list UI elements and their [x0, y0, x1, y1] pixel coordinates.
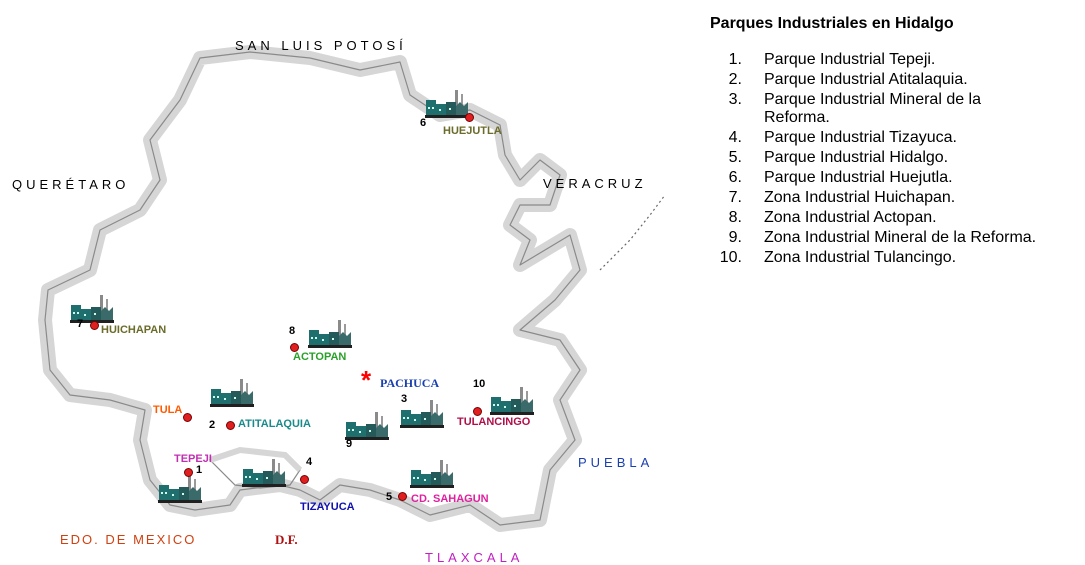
legend-item-number: 6. — [728, 169, 742, 186]
label-tizayuca: TIZAYUCA — [300, 501, 355, 513]
legend-item-text: Parque Industrial Mineral de la Reforma. — [764, 91, 982, 126]
legend-item-text: Parque Industrial Hidalgo. — [764, 149, 949, 166]
label-queretaro: QUERÉTARO — [12, 177, 130, 192]
legend-item-text: Zona Industrial Actopan. — [764, 209, 937, 226]
factory-icon-atitalaquia — [210, 377, 254, 412]
legend-item: 10. Zona Industrial Tulancingo. — [700, 249, 1085, 267]
factory-icon-mineral-reforma-3 — [400, 398, 444, 433]
marker-number-5: 5 — [386, 491, 393, 503]
legend-item: 7. Zona Industrial Huichapan. — [700, 189, 1085, 207]
marker-number-10: 10 — [473, 378, 486, 390]
legend-item: 6. Parque Industrial Huejutla. — [700, 169, 1085, 187]
legend-item-number: 1. — [728, 51, 742, 68]
legend-item-text: Zona Industrial Tulancingo. — [764, 249, 957, 266]
label-cd-sahagun: CD. SAHAGUN — [411, 493, 489, 505]
dot-tulancingo[interactable] — [473, 407, 482, 416]
label-huejutla: HUEJUTLA — [443, 125, 502, 137]
legend-item-number: 7. — [728, 189, 742, 206]
legend-item: 8. Zona Industrial Actopan. — [700, 209, 1085, 227]
dot-huejutla[interactable] — [465, 113, 474, 122]
dot-cd-sahagun[interactable] — [398, 492, 407, 501]
legend-item-number: 9. — [728, 229, 742, 246]
legend-item-text: Zona Industrial Huichapan. — [764, 189, 956, 206]
marker-number-4: 4 — [306, 456, 313, 468]
legend-list: 1. Parque Industrial Tepeji. 2. Parque Indu… — [700, 51, 1085, 267]
factory-icon-tepeji — [158, 473, 202, 508]
legend-item: 1. Parque Industrial Tepeji. — [700, 51, 1085, 69]
label-puebla: PUEBLA — [578, 455, 654, 470]
state-border-line — [44, 51, 581, 526]
legend-item-number: 10. — [719, 249, 742, 266]
capital-star-icon: * — [361, 365, 372, 395]
legend-item: 2. Parque Industrial Atitalaquia. — [700, 71, 1085, 89]
label-tula: TULA — [153, 404, 183, 416]
legend-item-text: Parque Industrial Huejutla. — [764, 169, 953, 186]
dot-actopan[interactable] — [290, 343, 299, 352]
legend-item: 4. Parque Industrial Tizayuca. — [700, 129, 1085, 147]
legend-item-text: Zona Industrial Mineral de la Reforma. — [764, 229, 1037, 246]
legend-item-number: 4. — [728, 129, 742, 146]
label-tulancingo: TULANCINGO — [457, 416, 531, 428]
legend-item-number: 5. — [728, 149, 742, 166]
label-san-luis-potosi: SAN LUIS POTOSÍ — [235, 38, 407, 53]
label-huichapan: HUICHAPAN — [101, 324, 167, 336]
dot-huichapan[interactable] — [90, 321, 99, 330]
label-tlaxcala: TLAXCALA — [425, 550, 524, 565]
marker-number-7: 7 — [77, 318, 84, 330]
legend-item: 9. Zona Industrial Mineral de la Reforma. — [700, 229, 1085, 247]
legend-item-number: 8. — [728, 209, 742, 226]
dot-tula[interactable] — [183, 413, 192, 422]
label-df: D.F. — [275, 532, 298, 547]
marker-number-1: 1 — [196, 464, 203, 476]
df-enclave-shadow — [209, 446, 303, 473]
legend-item-text: Parque Industrial Tizayuca. — [764, 129, 957, 146]
legend-item: 3. Parque Industrial Mineral de la Reform… — [700, 91, 1085, 127]
factory-icon-actopan — [308, 318, 352, 353]
factory-icon-mineral-reforma-9 — [345, 410, 389, 445]
label-actopan: ACTOPAN — [293, 351, 347, 363]
veracruz-dotted-border — [599, 194, 666, 271]
factory-icon-huejutla — [425, 88, 469, 123]
label-pachuca: PACHUCA — [380, 376, 440, 390]
marker-number-6: 6 — [420, 117, 427, 129]
factory-icon-tizayuca — [242, 457, 286, 492]
factory-icon-cd-sahagun — [410, 458, 454, 493]
legend-item-text: Parque Industrial Tepeji. — [764, 51, 936, 68]
legend-item-text: Parque Industrial Atitalaquia. — [764, 71, 968, 88]
legend-title: Parques Industriales en Hidalgo — [710, 15, 954, 32]
legend-item: 5. Parque Industrial Hidalgo. — [700, 149, 1085, 167]
legend-item-number: 3. — [728, 91, 742, 108]
dot-atitalaquia[interactable] — [226, 421, 235, 430]
legend-item-number: 2. — [728, 71, 742, 88]
legend: Parques Industriales en Hidalgo 1. Parque… — [700, 15, 1085, 269]
marker-number-2: 2 — [209, 419, 216, 431]
factory-icon-tulancingo — [490, 385, 534, 420]
state-border-shadow — [38, 45, 587, 532]
marker-number-3: 3 — [401, 393, 408, 405]
label-atitalaquia: ATITALAQUIA — [238, 418, 311, 430]
label-edo-mexico: EDO. DE MEXICO — [60, 532, 197, 547]
label-tepeji: TEPEJI — [174, 453, 212, 465]
dot-tizayuca[interactable] — [300, 475, 309, 484]
dot-tepeji[interactable] — [184, 468, 193, 477]
marker-number-8: 8 — [289, 325, 296, 337]
marker-number-9: 9 — [346, 438, 353, 450]
label-veracruz: VERACRUZ — [543, 176, 647, 191]
